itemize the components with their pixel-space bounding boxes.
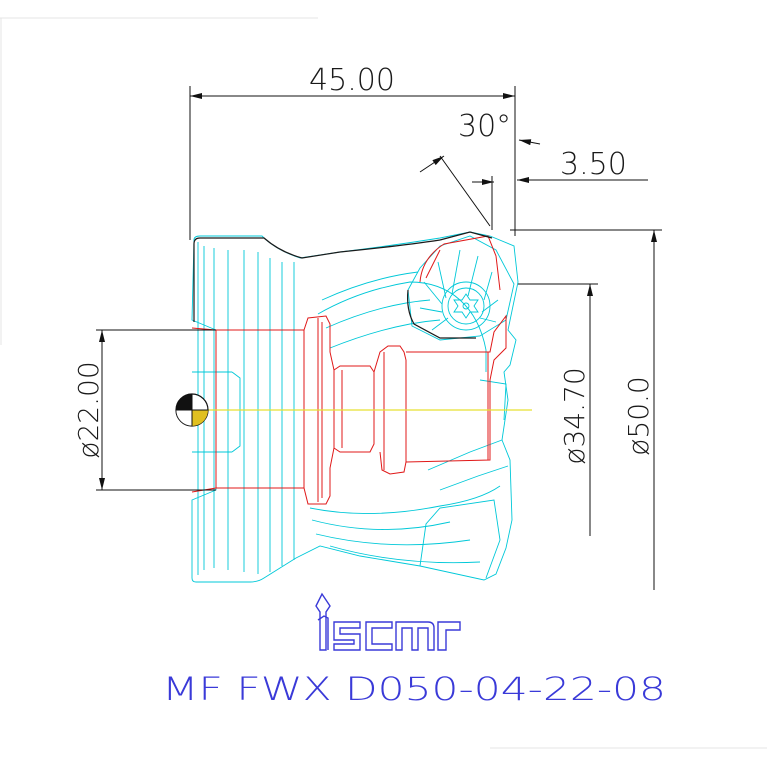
cutter-body-outline bbox=[191, 231, 519, 583]
dimension-offset bbox=[517, 139, 648, 183]
dimension-outer-diameter-label: ø50.0 bbox=[622, 376, 655, 455]
dimension-offset-label: 3.50 bbox=[560, 147, 627, 182]
model-designation: MF FWX D050-04-22-08 bbox=[162, 670, 666, 708]
dimension-inner-diameter-label: ø34.70 bbox=[558, 367, 591, 464]
torx-screw-icon bbox=[447, 287, 485, 325]
dimension-chamfer-angle-label: 30° bbox=[458, 109, 511, 144]
dimension-outer-diameter bbox=[510, 229, 662, 590]
dimension-overall-length bbox=[189, 86, 516, 240]
section-profile bbox=[191, 235, 507, 505]
iscar-logo-icon bbox=[315, 592, 461, 651]
dimension-overall-length-label: 45.00 bbox=[309, 63, 395, 98]
sheet-frame bbox=[0, 17, 767, 749]
dimension-bore-diameter-label: ø22.00 bbox=[72, 361, 105, 458]
dimension-inner-diameter bbox=[518, 283, 598, 536]
dimension-bore-diameter bbox=[96, 329, 216, 491]
center-of-gravity-icon bbox=[175, 393, 209, 427]
cutter-edge-outline bbox=[193, 231, 493, 339]
dimension-chamfer-angle bbox=[419, 155, 494, 230]
